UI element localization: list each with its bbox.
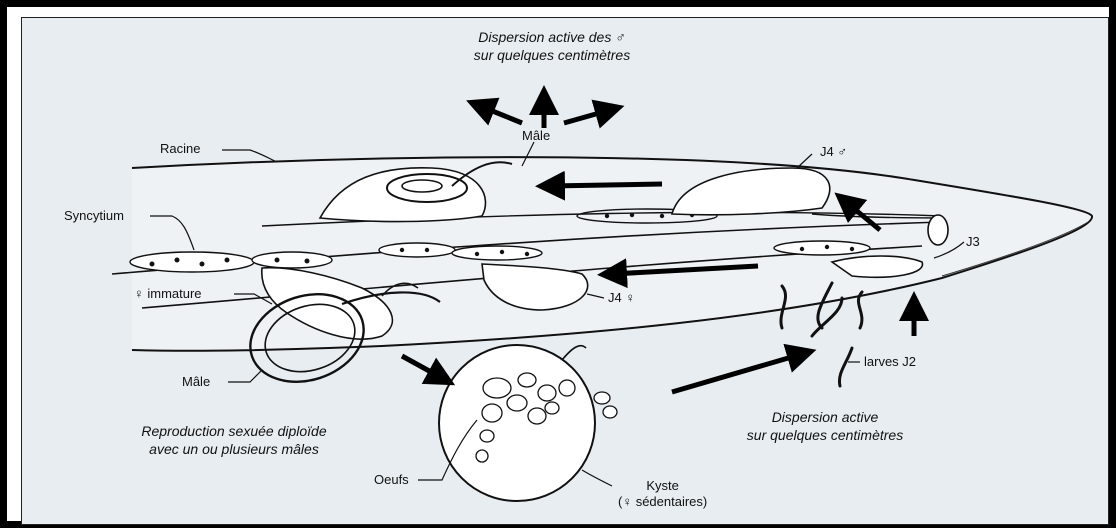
label-kyste: Kyste (♀ sédentaires) (618, 478, 707, 510)
label-syncytium: Syncytium (64, 208, 124, 224)
caption-top: Dispersion active des ♂ sur quelques cen… (402, 28, 702, 64)
j3-tube-end (928, 215, 948, 245)
label-male-top: Mâle (522, 128, 550, 144)
caption-right-line1: Dispersion active (700, 408, 950, 426)
label-j4-male: J4 ♂ (820, 144, 847, 160)
label-female-immature: ♀ immature (134, 286, 202, 302)
label-j3: J3 (966, 234, 980, 250)
caption-left-line2: avec un ou plusieurs mâles (84, 440, 384, 458)
figure-panel: Dispersion active des ♂ sur quelques cen… (21, 17, 1109, 525)
caption-top-line1: Dispersion active des ♂ (402, 28, 702, 46)
label-kyste-line2: (♀ sédentaires) (618, 494, 707, 510)
label-kyste-line1: Kyste (618, 478, 707, 494)
cyst-body (439, 345, 595, 501)
caption-right-line2: sur quelques centimètres (700, 426, 950, 444)
caption-right: Dispersion active sur quelques centimètr… (700, 408, 950, 444)
caption-left: Reproduction sexuée diploïde avec un ou … (84, 422, 384, 458)
caption-top-line2: sur quelques centimètres (402, 46, 702, 64)
caption-left-line1: Reproduction sexuée diploïde (84, 422, 384, 440)
label-larves-j2: larves J2 (864, 354, 916, 370)
cyst-neck (562, 346, 586, 360)
label-male-bottom: Mâle (182, 374, 210, 390)
label-j4-female: J4 ♀ (608, 290, 635, 306)
label-oeufs: Oeufs (374, 472, 409, 488)
label-racine: Racine (160, 141, 200, 157)
